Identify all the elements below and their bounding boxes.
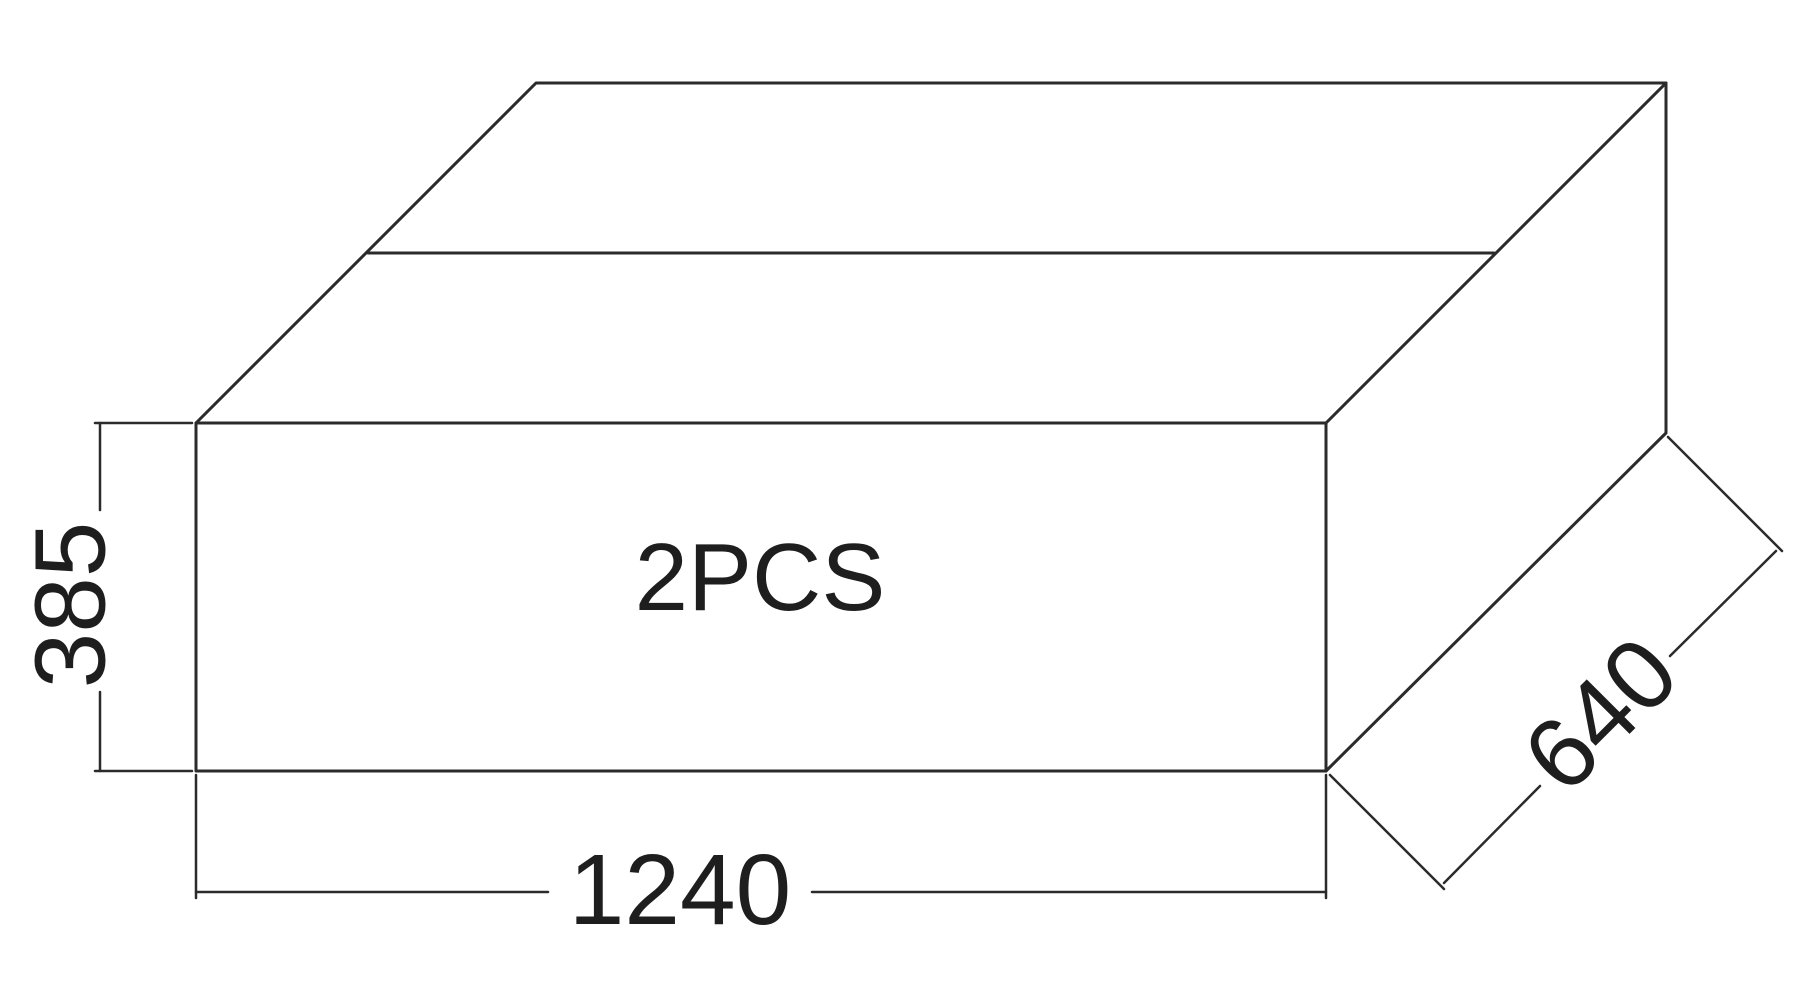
depth-dimension-line-upper	[1668, 549, 1778, 658]
right-face-edges	[1324, 81, 1668, 773]
depth-dimension-line-lower	[1442, 784, 1542, 885]
box-outline	[194, 81, 1668, 773]
top-face-edges	[194, 81, 1668, 425]
length-label: 1240	[569, 834, 791, 946]
height-dimension: 385	[14, 421, 194, 773]
depth-extension-back	[1666, 435, 1784, 553]
depth-dimension: 640	[1328, 435, 1784, 891]
depth-label: 640	[1502, 616, 1699, 813]
length-dimension: 1240	[194, 773, 1328, 946]
height-label: 385	[14, 522, 126, 689]
depth-extension-front	[1328, 773, 1446, 891]
front-face	[194, 421, 1328, 773]
box-content-label: 2PCS	[635, 524, 886, 631]
